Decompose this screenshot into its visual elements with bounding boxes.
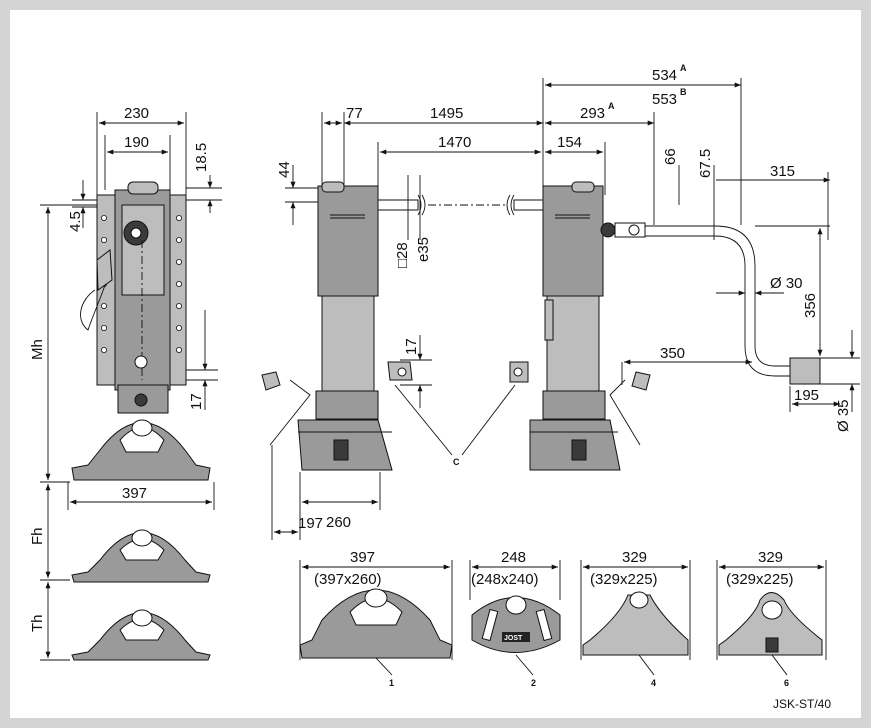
label-c: C [453, 457, 460, 467]
foot2-logo: JOST [504, 635, 523, 642]
foot1-width: 397 [350, 549, 375, 566]
reference-code: JSK-ST/40 [773, 697, 831, 711]
th-foot [71, 609, 211, 661]
fh-foot [71, 529, 211, 583]
label-4-5: 4.5 [67, 211, 84, 232]
label-260: 260 [326, 514, 351, 531]
label-293-sup: A [608, 101, 615, 111]
label-d30: Ø 30 [770, 275, 803, 292]
label-77: 77 [346, 105, 363, 122]
foot6-width: 329 [758, 549, 783, 566]
label-front-397: 397 [122, 485, 147, 502]
dimension-labels: 230 190 18.5 4.5 17 397 Mh Fh Th 77 1495… [29, 63, 852, 711]
label-350: 350 [660, 345, 685, 362]
foot1-size: (397x260) [314, 571, 382, 588]
foot4-size: (329x225) [590, 571, 658, 588]
side-leg-lower [321, 295, 375, 392]
label-d35: Ø 35 [835, 399, 852, 432]
label-534-sup: A [680, 63, 687, 73]
side-view-left-leg [261, 112, 544, 540]
label-67-5: 67.5 [697, 149, 714, 178]
label-66: 66 [662, 148, 679, 165]
label-293: 293 [580, 105, 605, 122]
label-356: 356 [802, 293, 819, 318]
foot2-num: 2 [531, 678, 536, 688]
label-195: 195 [794, 387, 819, 404]
foot4-width: 329 [622, 549, 647, 566]
foot-variant-6 [718, 592, 823, 656]
foot2-size: (248x240) [471, 571, 539, 588]
foot6-size: (329x225) [726, 571, 794, 588]
label-190: 190 [124, 134, 149, 151]
label-th: Th [29, 614, 46, 632]
label-553: 553 [652, 91, 677, 108]
front-view [40, 112, 222, 661]
side-leg-upper [317, 185, 379, 297]
label-18-5: 18.5 [193, 143, 210, 172]
label-front-17: 17 [188, 393, 205, 410]
label-154: 154 [557, 134, 582, 151]
label-mh: Mh [29, 339, 46, 360]
foot-variant-4 [582, 594, 689, 656]
label-230: 230 [124, 105, 149, 122]
label-534: 534 [652, 67, 677, 84]
label-197: 197 [298, 515, 323, 532]
label-44: 44 [276, 161, 293, 178]
label-315: 315 [770, 163, 795, 180]
label-1495: 1495 [430, 105, 463, 122]
label-553-sup: B [680, 87, 687, 97]
side-leg-upper-right [542, 185, 604, 297]
label-pin-17: 17 [403, 338, 420, 355]
side-view-right-leg [529, 78, 860, 471]
label-sq28: □28 [394, 242, 411, 268]
foot2-width: 248 [501, 549, 526, 566]
label-1470: 1470 [438, 134, 471, 151]
foot1-num: 1 [389, 678, 394, 688]
label-e35: e35 [415, 237, 432, 262]
foot4-num: 4 [651, 678, 656, 688]
foot-variants [299, 560, 827, 676]
foot6-num: 6 [784, 678, 789, 688]
label-fh: Fh [29, 527, 46, 545]
